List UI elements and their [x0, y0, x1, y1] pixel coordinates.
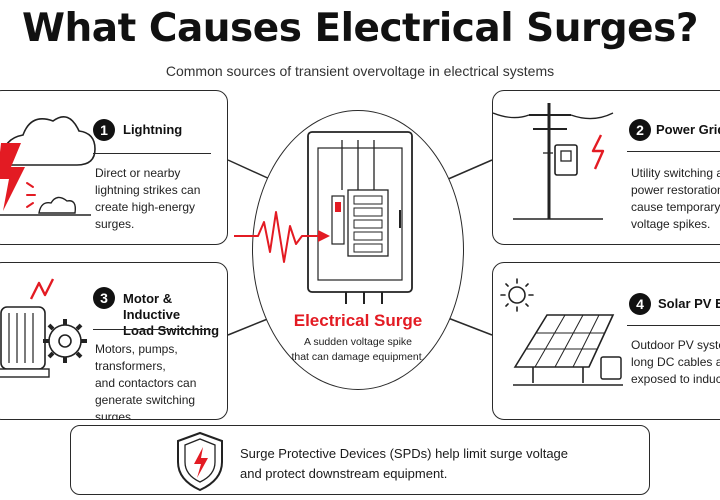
card-title: Lightning — [123, 122, 183, 137]
card-solar-pv: 4 Solar PV Ex Outdoor PV syster long DC … — [492, 262, 720, 420]
card-title: Motor & Inductive Load Switching — [123, 291, 220, 338]
card-divider — [93, 329, 211, 330]
card-title: Solar PV Ex — [658, 296, 720, 311]
card-divider — [627, 325, 720, 326]
page-subtitle: Common sources of transient overvoltage … — [165, 63, 555, 79]
card-number: 3 — [93, 287, 115, 309]
card-description: Direct or nearby lightning strikes can c… — [95, 166, 201, 231]
card-divider — [93, 153, 211, 154]
card-title: Power Grid S — [656, 122, 720, 137]
card-description: Outdoor PV syster long DC cables an expo… — [631, 338, 720, 386]
solar-panel-icon — [500, 278, 623, 386]
motor-gear-icon — [0, 278, 87, 378]
card-number: 2 — [629, 119, 651, 141]
surge-description: A sudden voltage spike that can damage e… — [291, 336, 425, 363]
card-number: 4 — [629, 293, 651, 315]
footer-text: Surge Protective Devices (SPDs) help lim… — [240, 446, 569, 481]
lightning-cloud-icon — [0, 115, 96, 216]
utility-pole-icon — [493, 103, 614, 220]
surge-title: Electrical Surge — [293, 311, 423, 330]
card-power-grid: 2 Power Grid S Utility switching a power… — [492, 90, 720, 245]
card-description: Utility switching a power restoration ca… — [631, 166, 720, 231]
footer-banner — [70, 425, 650, 495]
card-number: 1 — [93, 119, 115, 141]
card-divider — [627, 151, 720, 152]
card-motor-switching: 3 Motor & Inductive Load Switching Motor… — [0, 262, 228, 420]
card-lightning: 1 Lightning Direct or nearby lightning s… — [0, 90, 228, 245]
card-description: Motors, pumps, transformers, and contact… — [95, 342, 197, 420]
page-title: What Causes Electrical Surges? — [22, 6, 698, 51]
